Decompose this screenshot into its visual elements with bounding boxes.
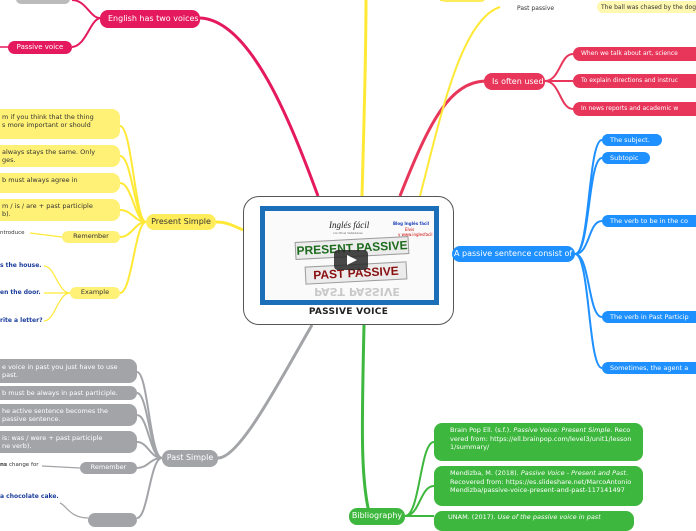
play-icon[interactable] (334, 250, 368, 270)
bib3-title: Use of the passive voice in past (497, 513, 601, 521)
past-simple-node[interactable]: Past Simple (162, 450, 218, 467)
bib1-author: Brain Pop Ell. (s.f.). (450, 426, 514, 434)
present-example-node[interactable]: Example (70, 287, 120, 299)
past-example-1: a chocolate cake. (0, 493, 59, 500)
past-simple-item-3[interactable]: he active sentence becomes the passive s… (0, 404, 137, 426)
present-remember-node[interactable]: Remember (62, 231, 120, 243)
video-brand-sub: con Elvis Valladares (333, 231, 363, 235)
top-left-node-partial[interactable] (16, 0, 70, 4)
present-example-3: rite a letter? (0, 317, 43, 324)
bib1-title: Passive Voice: Present Simple (513, 426, 611, 434)
consist-item-past-participle[interactable]: The verb in Past Particip (602, 311, 696, 323)
video-brand: Inglés fácil (329, 220, 370, 230)
banner-reflection: PAST PASSIVE (314, 285, 400, 298)
consist-item-subtopic[interactable]: Subtopic (602, 152, 650, 164)
consist-item-verb-to-be[interactable]: The verb to be in the co (602, 215, 696, 227)
present-simple-node[interactable]: Present Simple (146, 214, 216, 230)
past-remember-node[interactable]: Remember (80, 462, 137, 474)
present-simple-item-1[interactable]: m if you think that the thing s more imp… (0, 109, 120, 139)
past-example-node-partial[interactable] (88, 513, 137, 527)
bib2-url: . Recovered from: https://es.slideshare.… (450, 469, 632, 494)
bibliography-entry-3[interactable]: UNAM. (2017). Use of the passive voice i… (434, 511, 634, 531)
consist-item-subject[interactable]: The subject. (602, 134, 662, 146)
present-example-2: en the door. (0, 289, 41, 296)
video-thumbnail[interactable]: Inglés fácil con Elvis Valladares Blog I… (260, 206, 439, 305)
bibliography-entry-2[interactable]: Mendizba, M. (2018). Passive Voice - Pre… (434, 466, 643, 506)
present-simple-item-2[interactable]: always stays the same. Only ges. (0, 145, 120, 167)
past-simple-item-2[interactable]: b must be always in past participle. (0, 386, 137, 400)
top-node-partial[interactable] (440, 0, 486, 2)
central-topic[interactable]: Inglés fácil con Elvis Valladares Blog I… (243, 196, 454, 325)
video-corner-line2: Elvis (405, 227, 415, 232)
consist-item-agent[interactable]: Sometimes, the agent a (602, 362, 696, 374)
central-topic-title: PASSIVE VOICE (308, 307, 389, 317)
english-two-voices-node[interactable]: English has two voices (100, 10, 200, 28)
bibliography-node[interactable]: Bibliography (349, 508, 405, 525)
often-used-item-1[interactable]: When we talk about art, science (573, 47, 696, 61)
passive-voice-node[interactable]: Passive voice (8, 41, 72, 54)
past-remember-text: ns change for (0, 461, 39, 469)
present-simple-item-4[interactable]: m / is / are + past participle b). (0, 199, 120, 221)
bib1-url: . Recovered from: https://ell.brainpop.c… (450, 426, 632, 451)
bibliography-entry-1[interactable]: Brain Pop Ell. (s.f.). Passive Voice: Pr… (434, 423, 643, 461)
present-simple-item-3[interactable]: b must always agree in (0, 173, 120, 193)
often-used-item-2[interactable]: To explain directions and instruc (573, 74, 696, 88)
consist-node[interactable]: A passive sentence consist of (452, 246, 575, 262)
present-example-1: s the house. (0, 262, 42, 269)
bib3-author: UNAM. (2017). (448, 513, 498, 521)
often-used-node[interactable]: Is often used (484, 73, 545, 90)
past-simple-item-1[interactable]: e voice in past you just have to use pas… (0, 359, 137, 383)
past-remember-rest: change for (7, 462, 39, 468)
video-corner-line3: y www.inglesfacil (398, 232, 433, 237)
connector-lines (0, 0, 603, 519)
video-corner-line1: Blog Inglés fácil (393, 221, 430, 226)
past-simple-item-4[interactable]: is: was / were + past participle ne verb… (0, 431, 137, 453)
often-used-item-3[interactable]: In news reports and academic w (573, 102, 696, 116)
past-remember-bold: ns (0, 462, 8, 468)
past-passive-sentence[interactable]: The ball was chased by the dog (597, 1, 696, 13)
present-remember-text: ntroduce (0, 230, 25, 236)
bib2-author: Mendizba, M. (2018). (450, 469, 521, 477)
bib2-title: Passive Voice - Present and Past (520, 469, 626, 477)
past-passive-label: Past passive (517, 5, 555, 12)
